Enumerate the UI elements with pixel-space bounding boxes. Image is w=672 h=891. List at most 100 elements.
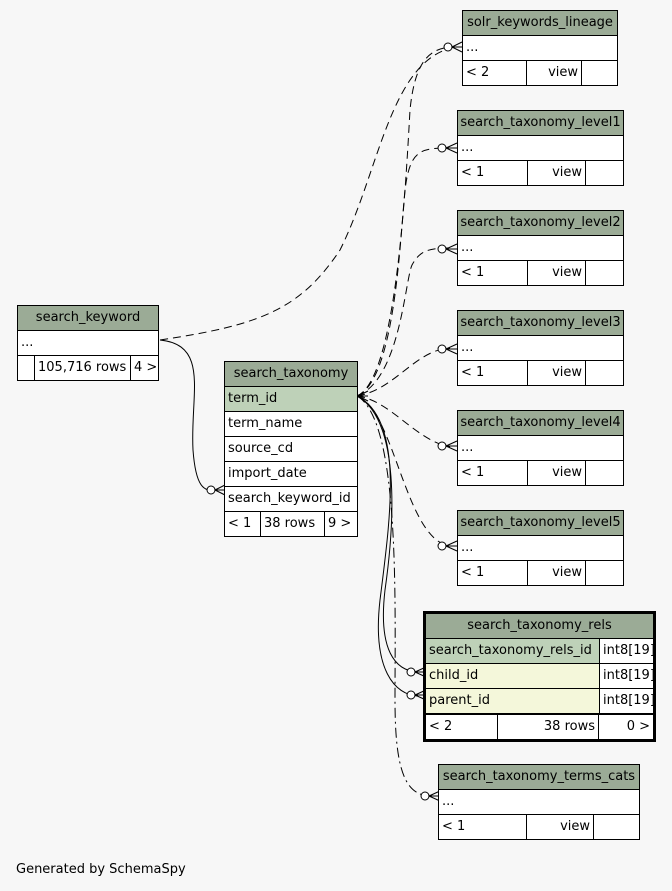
crowfoot-icon <box>445 142 458 154</box>
parents-link[interactable]: < 1 <box>458 561 528 585</box>
table-search-taxonomy-level1[interactable]: search_taxonomy_level1 ... < 1 view <box>457 110 624 186</box>
children-link[interactable] <box>586 561 623 585</box>
column-type: int8[19] <box>599 639 653 663</box>
table-title[interactable]: solr_keywords_lineage <box>463 11 617 36</box>
table-title[interactable]: search_keyword <box>18 306 158 331</box>
table-search-taxonomy-rels[interactable]: search_taxonomy_rels search_taxonomy_rel… <box>423 611 656 742</box>
optional-circle-icon <box>406 690 416 700</box>
table-footer: < 1 view <box>458 361 623 385</box>
column-import-date: import_date <box>225 462 357 487</box>
column-search-taxonomy-rels-id: search_taxonomy_rels_id int8[19] <box>426 639 653 664</box>
parents-link[interactable]: < 1 <box>458 161 528 185</box>
children-link[interactable]: 4 > <box>134 360 158 375</box>
column-search-keyword-id: search_keyword_id <box>225 487 357 512</box>
children-link[interactable] <box>594 815 639 839</box>
table-search-taxonomy-level2[interactable]: search_taxonomy_level2 ... < 1 view <box>457 210 624 286</box>
table-title[interactable]: search_taxonomy_level3 <box>458 311 623 336</box>
parents-link[interactable]: < 2 <box>463 61 527 85</box>
table-solr-keywords-lineage[interactable]: solr_keywords_lineage ... < 2 view <box>462 10 618 86</box>
column-ellipsis: ... <box>463 36 617 61</box>
row-count: view <box>528 161 586 185</box>
table-footer: < 1 view <box>458 261 623 285</box>
crowfoot-icon <box>445 243 458 255</box>
table-footer: 105,716 rows 4 > <box>18 356 158 380</box>
table-title[interactable]: search_taxonomy_terms_cats <box>439 765 639 790</box>
table-title[interactable]: search_taxonomy_level2 <box>458 211 623 236</box>
parents-link[interactable]: < 1 <box>225 512 261 536</box>
edge-taxonomy-level1 <box>356 147 451 397</box>
children-link[interactable] <box>586 461 623 485</box>
optional-circle-icon <box>437 244 447 254</box>
table-search-taxonomy[interactable]: search_taxonomy term_id term_name source… <box>224 361 358 537</box>
table-search-taxonomy-level3[interactable]: search_taxonomy_level3 ... < 1 view <box>457 310 624 386</box>
edge-taxonomy-level5 <box>356 395 451 547</box>
table-title[interactable]: search_taxonomy <box>225 362 357 387</box>
row-count: 38 rows <box>498 715 599 739</box>
row-count: view <box>528 561 586 585</box>
edge-taxonomy-rels-parent <box>356 395 419 697</box>
parents-link[interactable]: < 1 <box>458 261 528 285</box>
row-count: 38 rows <box>261 512 325 536</box>
children-link[interactable] <box>586 261 623 285</box>
children-link[interactable] <box>582 61 617 85</box>
column-ellipsis: ... <box>458 336 623 361</box>
table-search-taxonomy-terms-cats[interactable]: search_taxonomy_terms_cats ... < 1 view <box>438 764 640 840</box>
column-ellipsis: ... <box>458 236 623 261</box>
table-title[interactable]: search_taxonomy_level1 <box>458 111 623 136</box>
edge-taxonomy-solr <box>356 46 456 397</box>
column-ellipsis: ... <box>458 436 623 461</box>
column-child-id: child_id int8[19] <box>426 664 653 689</box>
children-link[interactable]: 9 > <box>328 516 352 531</box>
parents-link[interactable]: < 2 <box>426 715 498 739</box>
table-footer: < 1 view <box>458 561 623 585</box>
edge-keyword-taxonomy <box>159 339 216 492</box>
parents-link[interactable]: < 1 <box>439 815 527 839</box>
table-title[interactable]: search_taxonomy_level4 <box>458 411 623 436</box>
row-count: view <box>527 61 582 85</box>
optional-circle-icon <box>437 344 447 354</box>
optional-circle-icon <box>437 441 447 451</box>
children-link[interactable]: 0 > <box>626 719 650 734</box>
optional-circle-icon <box>437 541 447 551</box>
optional-circle-icon <box>443 42 453 52</box>
row-count: view <box>528 261 586 285</box>
column-name: parent_id <box>429 693 490 708</box>
children-link[interactable] <box>586 161 623 185</box>
edge-keyword-solr <box>159 46 456 341</box>
crowfoot-icon <box>445 540 458 552</box>
table-footer: < 1 view <box>439 815 639 839</box>
parents-link[interactable]: < 1 <box>458 361 528 385</box>
children-link[interactable] <box>586 361 623 385</box>
column-ellipsis: ... <box>458 536 623 561</box>
optional-circle-icon <box>420 791 430 801</box>
table-search-taxonomy-level4[interactable]: search_taxonomy_level4 ... < 1 view <box>457 410 624 486</box>
column-term-id: term_id <box>225 387 357 412</box>
row-count: 105,716 rows <box>35 356 131 380</box>
column-ellipsis: ... <box>439 790 639 815</box>
table-footer: < 2 38 rows 0 > <box>426 714 653 739</box>
table-search-taxonomy-level5[interactable]: search_taxonomy_level5 ... < 1 view <box>457 510 624 586</box>
table-footer: < 1 view <box>458 161 623 185</box>
column-ellipsis: ... <box>458 136 623 161</box>
column-name: child_id <box>429 668 479 683</box>
parents-link[interactable] <box>18 356 35 380</box>
edge-taxonomy-terms-cats <box>356 395 431 797</box>
column-parent-id: parent_id int8[19] <box>426 689 653 714</box>
column-source-cd: source_cd <box>225 437 357 462</box>
table-footer: < 1 38 rows 9 > <box>225 512 357 536</box>
edge-taxonomy-level3 <box>356 347 451 397</box>
column-name: search_taxonomy_rels_id <box>429 643 592 658</box>
crowfoot-icon <box>214 484 226 496</box>
column-ellipsis: ... <box>18 331 158 356</box>
table-search-keyword[interactable]: search_keyword ... 105,716 rows 4 > <box>17 305 159 381</box>
parents-link[interactable]: < 1 <box>458 461 528 485</box>
optional-circle-icon <box>406 667 416 677</box>
edge-taxonomy-rels-child <box>356 395 419 673</box>
edge-taxonomy-level4 <box>356 395 451 448</box>
crowfoot-icon <box>451 41 463 53</box>
row-count: view <box>527 815 594 839</box>
table-title[interactable]: search_taxonomy_level5 <box>458 511 623 536</box>
column-type: int8[19] <box>599 689 653 713</box>
table-title[interactable]: search_taxonomy_rels <box>426 614 653 639</box>
